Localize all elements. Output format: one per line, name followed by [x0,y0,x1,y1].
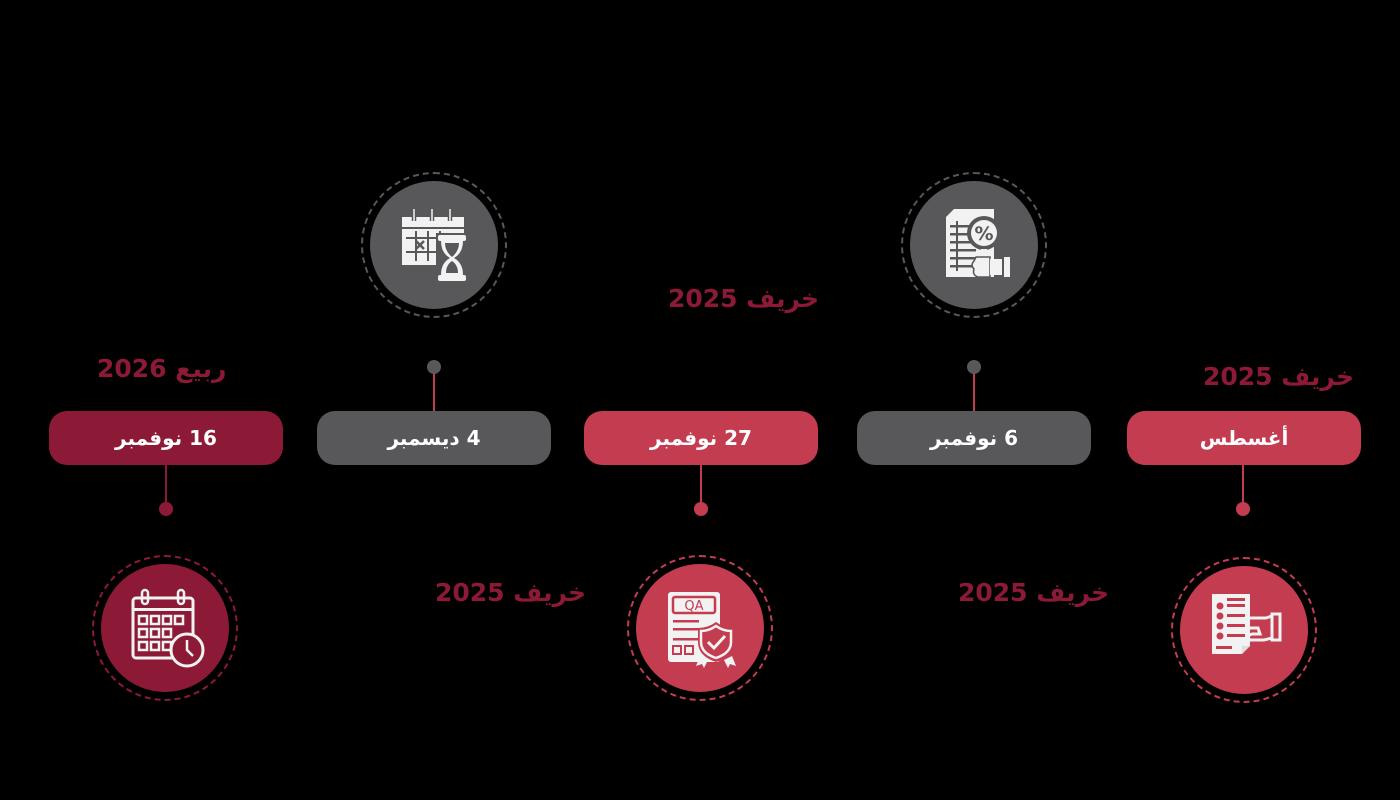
qa-shield-check-icon: QA [636,564,764,692]
connector-line [700,465,702,503]
document-percent-magnifier-icon: % [910,181,1038,309]
calendar-clock-icon [101,564,229,692]
connector-line [973,373,975,411]
season-label: خريف 2025 [435,578,587,607]
date-pill: أغسطس [1127,411,1361,465]
connector-line [165,465,167,503]
document-hand-icon [1180,566,1308,694]
svg-text:QA: QA [684,599,703,614]
icon-ring: % [901,172,1047,318]
date-label: 16 نوفمبر [115,426,217,450]
icon-ring: QA [627,555,773,701]
icon-ring [361,172,507,318]
date-pill: 16 نوفمبر [49,411,283,465]
date-label: أغسطس [1199,426,1289,450]
season-label: خريف 2025 [958,578,1110,607]
calendar-hourglass-icon [370,181,498,309]
season-label: خريف 2025 [668,284,820,313]
connector-dot [1236,502,1250,516]
date-label: 27 نوفمبر [650,426,752,450]
connector-line [1242,465,1244,503]
connector-dot [694,502,708,516]
date-label: 4 ديسمبر [387,426,481,450]
connector-dot [427,360,441,374]
connector-line [433,373,435,411]
svg-text:%: % [974,223,993,245]
connector-dot [967,360,981,374]
date-pill: 27 نوفمبر [584,411,818,465]
season-label: ربيع 2026 [97,354,227,383]
date-pill: 6 نوفمبر [857,411,1091,465]
connector-dot [159,502,173,516]
date-label: 6 نوفمبر [929,426,1019,450]
icon-ring [92,555,238,701]
date-pill: 4 ديسمبر [317,411,551,465]
season-label: خريف 2025 [1202,362,1354,391]
icon-ring [1171,557,1317,703]
